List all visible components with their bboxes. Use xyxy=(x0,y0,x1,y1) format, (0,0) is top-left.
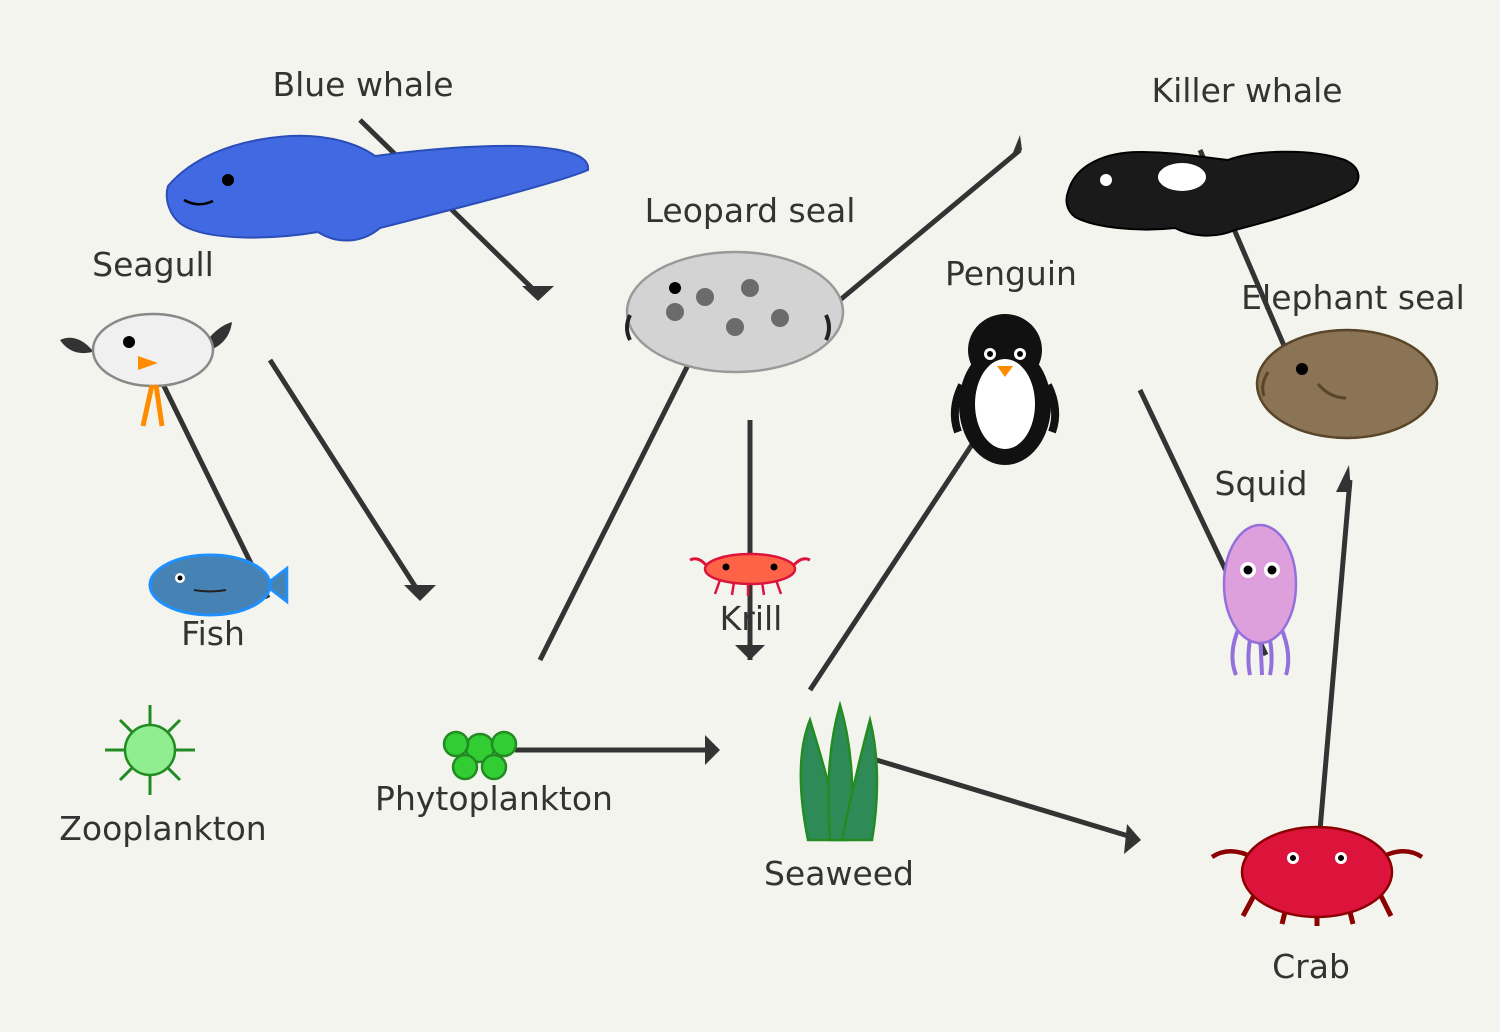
arrow-phytoplankton-to-leopard-seal xyxy=(537,363,691,662)
elephant-seal-label: Elephant seal xyxy=(1241,278,1465,317)
arrow-leopard-seal-to-killer-whale xyxy=(838,135,1022,302)
elephant-seal: Elephant seal xyxy=(1241,278,1465,440)
phytoplankton: Phytoplankton xyxy=(375,730,613,818)
arrow-seagull-to-phytoplankton xyxy=(267,358,436,601)
penguin: Penguin xyxy=(945,254,1077,465)
fish-label: Fish xyxy=(181,614,245,653)
leopard-seal-icon xyxy=(625,250,845,374)
krill-label: Krill xyxy=(720,599,783,638)
squid: Squid xyxy=(1215,464,1308,676)
blue-whale-label: Blue whale xyxy=(272,65,453,104)
crab-icon xyxy=(1240,825,1394,919)
arrow-leopard-seal-to-krill xyxy=(735,420,765,660)
killer-whale-label: Killer whale xyxy=(1151,71,1342,110)
arrow-phytoplankton-to-seaweed xyxy=(515,735,720,765)
seaweed-icon xyxy=(799,700,879,842)
leopard-seal: Leopard seal xyxy=(625,191,856,374)
arrow-seaweed-to-crab xyxy=(859,752,1141,854)
fish-icon xyxy=(148,553,272,617)
phytoplankton-label: Phytoplankton xyxy=(375,779,613,818)
arrow-seaweed-to-penguin xyxy=(807,438,978,692)
seaweed: Seaweed xyxy=(764,700,914,893)
phytoplankton-icon xyxy=(442,730,518,781)
elephant-seal-icon xyxy=(1255,328,1439,440)
seaweed-label: Seaweed xyxy=(764,854,914,893)
killer-whale-icon xyxy=(1065,150,1360,237)
seagull-icon xyxy=(91,312,215,388)
zooplankton: Zooplankton xyxy=(59,705,267,848)
fish: Fish xyxy=(148,553,289,653)
crab: Crab xyxy=(1210,825,1424,986)
seagull: Seagull xyxy=(60,245,232,427)
krill-icon xyxy=(703,552,797,586)
squid-label: Squid xyxy=(1215,464,1308,503)
killer-whale: Killer whale xyxy=(1065,71,1360,237)
leopard-seal-label: Leopard seal xyxy=(645,191,856,230)
krill: Krill xyxy=(689,552,811,638)
crab-label: Crab xyxy=(1272,947,1350,986)
zooplankton-icon xyxy=(123,723,177,777)
zooplankton-label: Zooplankton xyxy=(59,809,266,848)
blue-whale-icon xyxy=(165,134,590,242)
arrow-crab-to-elephant-seal xyxy=(1317,465,1353,831)
penguin-label: Penguin xyxy=(945,254,1077,293)
squid-icon xyxy=(1222,523,1298,645)
seagull-label: Seagull xyxy=(92,245,214,284)
blue-whale: Blue whale xyxy=(165,65,590,242)
